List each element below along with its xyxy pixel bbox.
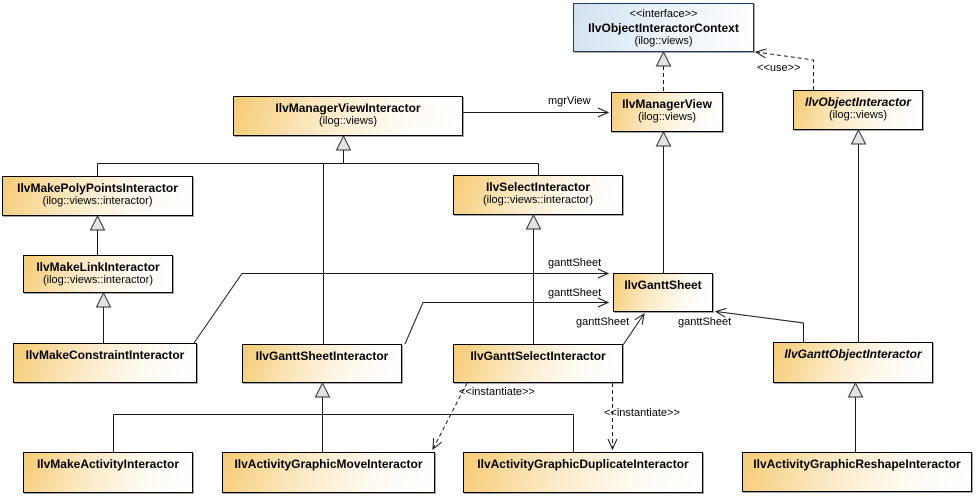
edge-label-use: <<use>> (757, 62, 801, 74)
triangle-polypoints (89, 214, 106, 231)
triangle-managerview (655, 130, 672, 147)
class-title: IlvManagerViewInteractor (275, 101, 421, 115)
triangle-selectinteractor (525, 213, 542, 230)
edge-label-ganttsheet-4: ganttSheet (678, 316, 732, 328)
package-label: (ilog::views::interactor) (42, 195, 153, 207)
edge-label-mgrview: mgrView (548, 95, 591, 107)
class-title: IlvActivityGraphicDuplicateInteractor (477, 457, 689, 471)
class-ilvmanagerviewinteractor[interactable]: IlvManagerViewInteractor (ilog::views) (233, 96, 463, 136)
class-ilvmakeactivityinteractor[interactable]: IlvMakeActivityInteractor (23, 452, 193, 493)
class-title: IlvMakeLinkInteractor (36, 260, 160, 274)
class-title: IlvManagerView (622, 97, 712, 111)
class-title: IlvActivityGraphicReshapeInteractor (753, 457, 961, 471)
package-label: (ilog::views::interactor) (482, 194, 594, 206)
triangle-managerviewinteractor (335, 134, 352, 151)
class-ilvganttselectinteractor[interactable]: IlvGanttSelectInteractor (453, 344, 623, 383)
class-title: IlvMakeActivityInteractor (36, 457, 180, 471)
class-ilvmanagerview[interactable]: IlvManagerView (ilog::views) (611, 92, 723, 132)
class-ilvactivitygraphicmoveinteractor[interactable]: IlvActivityGraphicMoveInteractor (222, 452, 435, 493)
class-ilvactivitygraphicduplicateinteractor[interactable]: IlvActivityGraphicDuplicateInteractor (463, 452, 703, 493)
package-label: (ilog::views) (828, 109, 888, 121)
class-title: IlvObjectInteractor (804, 95, 912, 109)
triangle-objectinteractor (850, 128, 867, 145)
edge-label-instantiate-2: <<instantiate>> (604, 407, 680, 419)
edge-label-ganttsheet-2: ganttSheet (548, 287, 602, 299)
class-title: IlvObjectInteractorContext (588, 21, 739, 35)
stereotype-label: <<interface>> (629, 8, 698, 20)
class-title: IlvSelectInteractor (485, 180, 591, 194)
class-title: IlvMakeConstraintInteractor (25, 348, 185, 362)
class-title: IlvGanttSheet (624, 278, 702, 292)
package-label: (ilog::views::interactor) (42, 274, 154, 286)
triangle-context (655, 50, 672, 67)
class-ilvobjectinteractor[interactable]: IlvObjectInteractor (ilog::views) (793, 90, 923, 130)
package-label: (ilog::views) (318, 115, 378, 127)
package-label: (ilog::views) (634, 35, 693, 47)
class-ilvobjectinteractorcontext[interactable]: <<interface>> IlvObjectInteractorContext… (573, 3, 754, 52)
triangle-ganttsheetinteractor (314, 381, 331, 398)
class-ilvganttsheet[interactable]: IlvGanttSheet (613, 273, 713, 312)
class-title: IlvActivityGraphicMoveInteractor (234, 457, 423, 471)
edge-dep-use-objectinteractor-context (754, 48, 814, 90)
class-ilvmakeconstraintinteractor[interactable]: IlvMakeConstraintInteractor (13, 343, 197, 383)
class-ilvmakelinkinteractor[interactable]: IlvMakeLinkInteractor (ilog::views::inte… (23, 255, 173, 293)
edge-inheritance-ganttsheetinteractor-children (113, 397, 574, 452)
edge-assoc-ganttsheet-from-ganttobject (714, 307, 804, 342)
edge-dep-instantiate-ganttselect-move (432, 382, 468, 451)
class-ilvmakepolypointsinteractor[interactable]: IlvMakePolyPointsInteractor (ilog::views… (2, 176, 193, 216)
class-title: IlvGanttObjectInteractor (784, 347, 922, 361)
class-ilvactivitygraphicreshapeinteractor[interactable]: IlvActivityGraphicReshapeInteractor (742, 452, 972, 492)
edge-label-ganttsheet-1: ganttSheet (548, 257, 602, 269)
edge-inheritance-managerviewinteractor-children (97, 150, 539, 344)
edge-assoc-ganttsheet-from-makeconstraint (193, 268, 610, 344)
package-label: (ilog::views) (637, 111, 697, 123)
edge-label-ganttsheet-3: ganttSheet (576, 316, 630, 328)
class-title: IlvMakePolyPointsInteractor (17, 181, 178, 195)
class-title: IlvGanttSheetInteractor (255, 349, 389, 363)
class-ilvganttsheetinteractor[interactable]: IlvGanttSheetInteractor (242, 344, 402, 383)
class-title: IlvGanttSelectInteractor (470, 349, 606, 363)
triangle-makelink (95, 291, 112, 308)
edge-assoc-ganttsheet-from-ganttselect (622, 312, 645, 346)
triangle-ganttobjectinteractor (847, 381, 864, 398)
edge-assoc-ganttsheet-from-ganttsheetinteractor (404, 297, 610, 345)
class-ilvganttobjectinteractor[interactable]: IlvGanttObjectInteractor (773, 342, 933, 383)
class-ilvselectinteractor[interactable]: IlvSelectInteractor (ilog::views::intera… (453, 175, 623, 215)
edge-label-instantiate-1: <<instantiate>> (459, 386, 535, 398)
